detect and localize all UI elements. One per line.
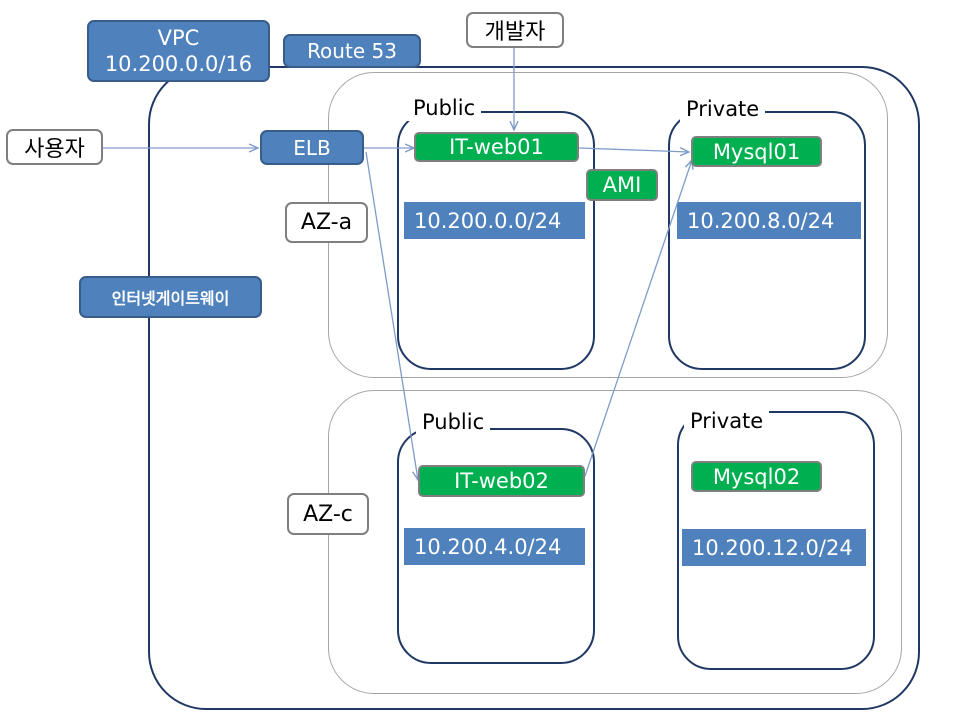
cidr-public-az-c: 10.200.4.0/24: [404, 528, 585, 565]
az-c-zone: [328, 390, 902, 694]
az-c-label: AZ-c: [287, 493, 369, 535]
public-subnet-label: Public: [416, 409, 491, 435]
ami-badge: AMI: [586, 169, 658, 201]
instance-it-web01: IT-web01: [414, 132, 579, 162]
private-subnet-label: Private: [684, 408, 770, 434]
cidr-public-az-a: 10.200.0.0/24: [404, 202, 585, 239]
private-subnet-label: Private: [680, 96, 766, 122]
public-subnet-label: Public: [407, 95, 482, 121]
instance-mysql01: Mysql01: [691, 136, 822, 167]
vpc-cidr: 10.200.0.0/16: [104, 52, 253, 76]
vpc-badge: VPC 10.200.0.0/16: [87, 20, 270, 82]
instance-mysql02: Mysql02: [691, 461, 822, 492]
vpc-boundary: [148, 66, 920, 710]
instance-it-web02: IT-web02: [418, 465, 585, 497]
elb-badge: ELB: [260, 130, 364, 165]
cidr-private-az-c: 10.200.12.0/24: [682, 529, 866, 566]
developer-box: 개발자: [466, 12, 564, 48]
web02-to-mysql01-line: [584, 160, 692, 477]
vpc-name: VPC: [157, 26, 200, 50]
web01-to-mysql01-line: [578, 148, 689, 152]
user-box: 사용자: [6, 129, 103, 165]
internet-gateway-badge: 인터넷게이트웨이: [79, 276, 262, 318]
route53-badge: Route 53: [283, 34, 421, 68]
az-a-label: AZ-a: [285, 202, 368, 243]
elb-to-web02-line: [365, 151, 418, 480]
cidr-private-az-a: 10.200.8.0/24: [677, 202, 861, 239]
